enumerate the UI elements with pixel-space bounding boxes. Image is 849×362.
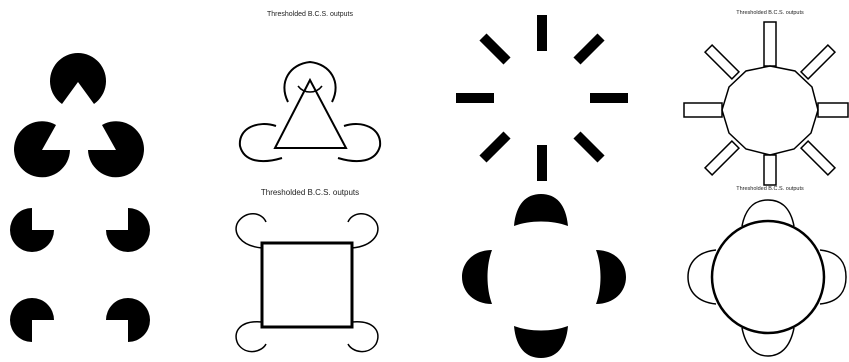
segment-sw	[479, 131, 510, 162]
segment-outline-sw	[705, 141, 739, 175]
segment-n	[537, 15, 547, 51]
half-disc-top	[514, 194, 568, 226]
segment-w	[456, 93, 494, 103]
caption-triangle-bcs: Thresholded B.C.S. outputs	[267, 11, 353, 18]
segment-outline-w	[684, 103, 722, 117]
caption-circle-bcs: Thresholded B.C.S. outputs	[736, 186, 804, 192]
panel-square-inducers	[10, 208, 150, 342]
panel-triangle-inducers	[14, 53, 144, 177]
panel-triangle-bcs	[240, 62, 380, 161]
pacman-top	[50, 53, 106, 104]
illusory-square	[262, 243, 352, 327]
pacman-bottom-left	[14, 121, 70, 177]
caption-radial-bcs: Thresholded B.C.S. outputs	[736, 10, 804, 16]
segment-s	[537, 145, 547, 181]
half-disc-left	[462, 250, 492, 304]
panel-circle-inducers	[462, 194, 626, 358]
segment-outline-s	[764, 155, 776, 185]
contour-right-lobe	[338, 124, 380, 161]
illusory-circle	[712, 221, 824, 333]
half-disc-right	[596, 250, 626, 304]
segment-nw	[479, 33, 510, 64]
segment-ne	[573, 33, 604, 64]
caption-square-bcs: Thresholded B.C.S. outputs	[261, 188, 359, 197]
contour-top-inner	[298, 86, 322, 92]
segment-outline-ne	[801, 45, 835, 79]
segment-outline-e	[818, 103, 848, 117]
segment-outline-nw	[705, 45, 739, 79]
illusory-octagon	[722, 66, 818, 155]
segment-outline-se	[801, 141, 835, 175]
pacman-bottom-right	[88, 121, 144, 177]
panel-circle-bcs	[688, 200, 846, 356]
pacman-bottom-right-sq	[106, 298, 150, 342]
segment-outline-n	[764, 22, 776, 66]
panel-square-bcs	[236, 214, 378, 352]
contour-left-lobe	[240, 124, 282, 161]
panel-radial-bcs	[684, 22, 848, 185]
segment-e	[590, 93, 628, 103]
pacman-top-left	[10, 208, 54, 252]
pacman-bottom-left-sq	[10, 298, 54, 342]
panel-radial-lines	[456, 15, 628, 181]
segment-se	[573, 131, 604, 162]
pacman-top-right	[106, 208, 150, 252]
half-disc-bottom	[514, 326, 568, 358]
